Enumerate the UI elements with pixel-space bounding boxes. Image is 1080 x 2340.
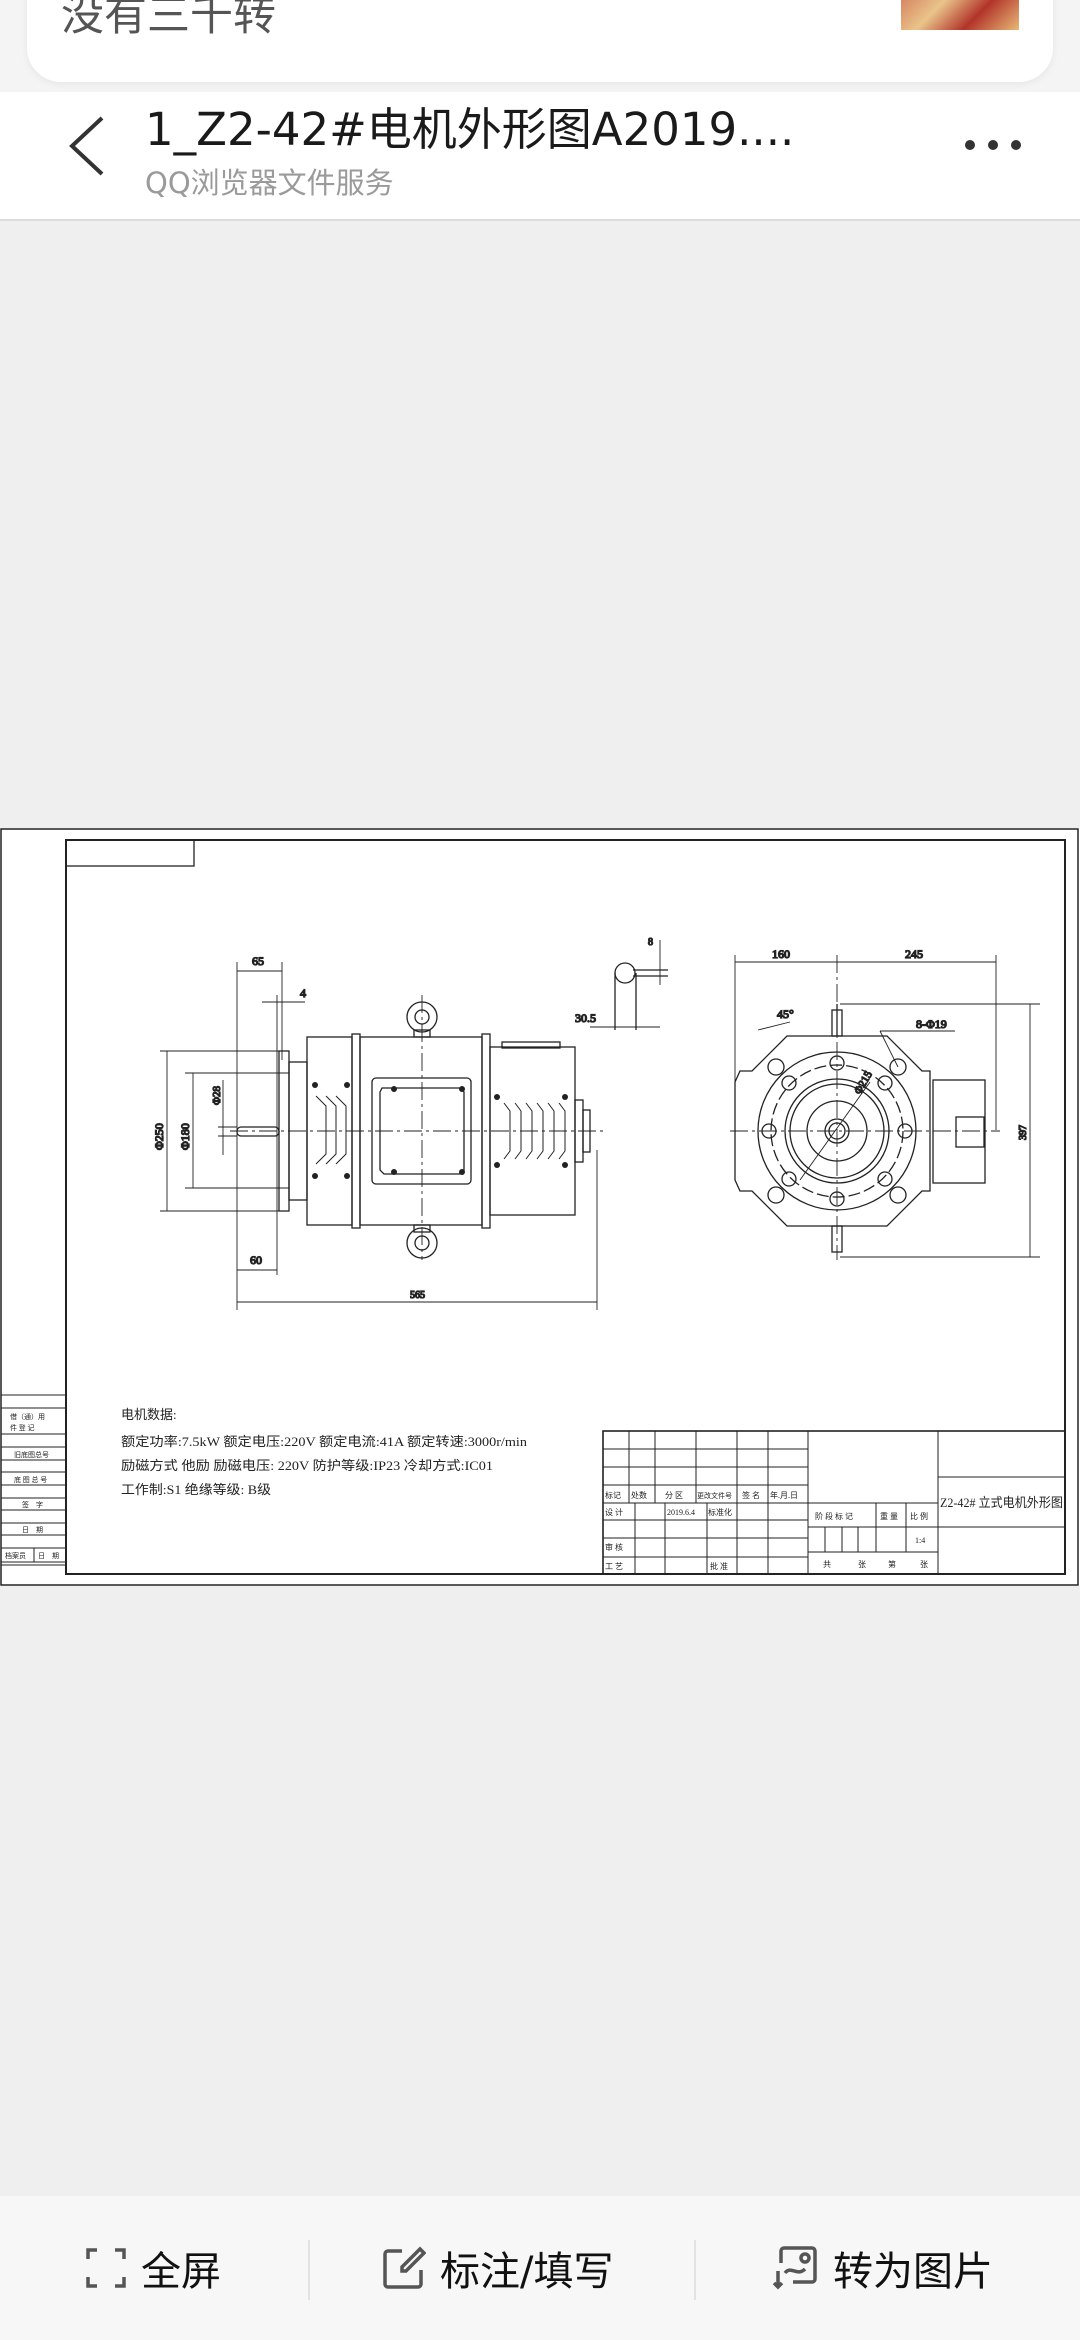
header-bar: 1_Z2-42#电机外形图A2019.... QQ浏览器文件服务 xyxy=(0,92,1080,221)
code-box xyxy=(65,839,195,867)
dim-245: 245 xyxy=(905,947,923,961)
dim-d28: Φ28 xyxy=(211,1085,223,1105)
tb-header: 年.月.日 xyxy=(770,1490,798,1500)
convert-to-image-button[interactable]: 转为图片 xyxy=(773,2240,993,2296)
tb-header: 更改文件号 xyxy=(697,1491,732,1500)
tb-standardize: 标准化 xyxy=(708,1507,732,1517)
inner-frame xyxy=(65,839,1066,1575)
fullscreen-label: 全屏 xyxy=(141,2249,221,2295)
dim-65: 65 xyxy=(252,954,264,968)
bottom-toolbar: 全屏 标注/填写 转为图片 xyxy=(0,2196,1080,2340)
dim-8: 8 xyxy=(648,937,653,948)
toolbar-divider xyxy=(308,2240,310,2300)
tb-scale-label: 比 例 xyxy=(910,1511,928,1521)
tb-design: 设 计 xyxy=(605,1507,623,1517)
tb-review: 审 核 xyxy=(605,1542,623,1552)
left-strip: 借（通）用 件 登 记 旧底图总号 底 图 总 号 签 字 日 期 档案员 日 … xyxy=(0,1394,67,1566)
strip-label: 签 字 xyxy=(22,1500,43,1509)
strip-label: 件 登 记 xyxy=(10,1423,35,1432)
motor-data-line3: 工作制:S1 绝缘等级: B级 xyxy=(121,1482,271,1497)
end-view: 45° 8-Φ19 Φ215 160 245 397 xyxy=(730,946,1040,1260)
notification-thumbnail xyxy=(901,0,1019,30)
motor-data-line1: 额定功率:7.5kW 额定电压:220V 额定电流:41A 额定转速:3000r… xyxy=(121,1434,528,1449)
fullscreen-icon xyxy=(86,2248,126,2288)
document-title: 1_Z2-42#电机外形图A2019.... xyxy=(145,103,795,156)
dim-397: 397 xyxy=(1018,1125,1029,1140)
dim-160: 160 xyxy=(772,947,790,961)
tb-header: 分 区 xyxy=(665,1491,683,1500)
annotate-button[interactable]: 标注/填写 xyxy=(382,2240,613,2296)
strip-label: 底 图 总 号 xyxy=(14,1475,47,1484)
strip-label: 借（通）用 xyxy=(10,1412,45,1421)
strip-label: 日 期 xyxy=(38,1552,59,1560)
tb-header: 标记 xyxy=(605,1490,621,1500)
tb-sheets: 第 xyxy=(888,1559,896,1569)
strip-label: 日 期 xyxy=(22,1526,43,1534)
annotate-label: 标注/填写 xyxy=(440,2249,614,2295)
more-options-icon[interactable] xyxy=(960,130,1030,160)
motor-outline-drawing: 65 4 60 565 Φ250 Φ180 Φ28 30.5 8 xyxy=(0,828,1079,1586)
tb-sheets: 张 xyxy=(920,1560,928,1569)
strip-label: 旧底图总号 xyxy=(14,1450,49,1459)
tb-date: 2019.6.4 xyxy=(667,1508,695,1517)
side-view: 65 4 60 565 Φ250 Φ180 Φ28 xyxy=(151,953,605,1310)
key-detail: 30.5 8 xyxy=(574,936,668,1030)
convert-image-icon xyxy=(773,2246,817,2290)
tb-sheets: 共 xyxy=(823,1560,831,1569)
notification-text: 没有三千转 xyxy=(61,0,276,41)
tb-process: 工 艺 xyxy=(605,1562,623,1571)
top-zone: 没有三千转 xyxy=(0,0,1080,92)
edit-icon xyxy=(383,2246,426,2289)
tb-drawing-title: Z2-42# 立式电机外形图 xyxy=(940,1495,1063,1510)
dim-60: 60 xyxy=(250,1253,262,1267)
fullscreen-button[interactable]: 全屏 xyxy=(85,2240,221,2296)
back-chevron-icon[interactable] xyxy=(62,114,112,178)
convert-to-image-label: 转为图片 xyxy=(833,2249,993,2295)
outer-frame xyxy=(0,828,1079,1586)
motor-data: 电机数据: 额定功率:7.5kW 额定电压:220V 额定电流:41A 额定转速… xyxy=(121,1407,528,1497)
tb-weight: 重 量 xyxy=(880,1511,898,1521)
strip-label: 档案员 xyxy=(5,1551,26,1560)
tb-header: 签 名 xyxy=(742,1490,760,1500)
tb-sheets: 张 xyxy=(858,1560,866,1569)
motor-data-line2: 励磁方式 他励 励磁电压: 220V 防护等级:IP23 冷却方式:IC01 xyxy=(121,1458,493,1473)
tb-scale: 1:4 xyxy=(915,1536,925,1545)
tb-header: 处数 xyxy=(631,1490,647,1500)
dim-565: 565 xyxy=(410,1290,425,1301)
title-block: 标记 处数 分 区 更改文件号 签 名 年.月.日 设 计 2019.6.4 标… xyxy=(602,1430,1066,1575)
document-source: QQ浏览器文件服务 xyxy=(145,166,394,200)
dim-45-degrees: 45° xyxy=(777,1007,794,1021)
dim-d250: Φ250 xyxy=(152,1123,166,1150)
tb-stage-mark: 阶 段 标 记 xyxy=(815,1511,853,1521)
dim-holes: 8-Φ19 xyxy=(916,1017,947,1031)
dim-4: 4 xyxy=(300,986,306,1000)
tb-approve: 批 准 xyxy=(710,1561,728,1571)
toolbar-divider xyxy=(694,2240,696,2300)
notification-card[interactable]: 没有三千转 xyxy=(27,0,1053,82)
document-page[interactable]: 65 4 60 565 Φ250 Φ180 Φ28 30.5 8 xyxy=(0,828,1080,1586)
motor-data-heading: 电机数据: xyxy=(121,1407,177,1422)
dim-d180: Φ180 xyxy=(178,1123,192,1150)
dim-30-5: 30.5 xyxy=(575,1011,596,1025)
